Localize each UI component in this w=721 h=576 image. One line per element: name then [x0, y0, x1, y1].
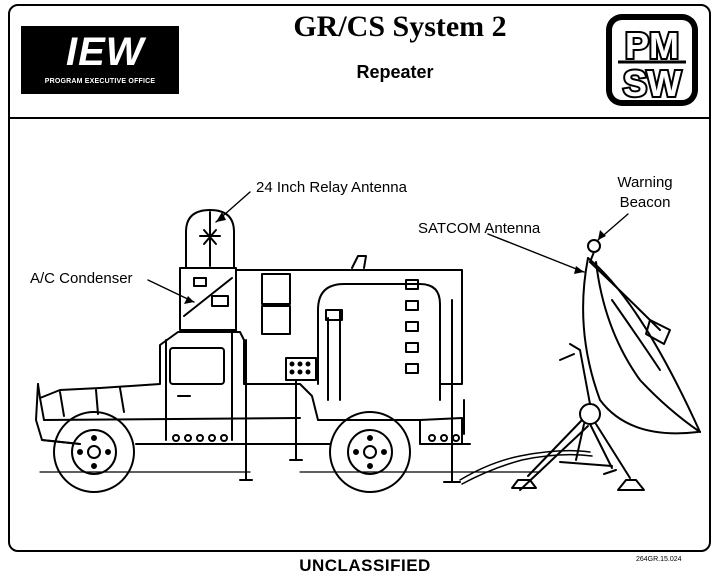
- page-frame: [8, 4, 711, 552]
- page-title: GR/CS System 2: [293, 10, 507, 43]
- condenser-label: A/C Condenser: [30, 270, 133, 287]
- condenser-leader: [147, 279, 195, 303]
- document-number: 264GR.15.024: [636, 556, 682, 563]
- beacon-label: Warning Beacon: [600, 173, 690, 213]
- satcom-leader: [487, 233, 585, 273]
- satcom-cable: [459, 449, 593, 485]
- leveling-jacks: [239, 299, 465, 483]
- page-subtitle: Repeater: [356, 62, 434, 82]
- pmsw-logo-line2: SW: [623, 63, 681, 104]
- leader-lines: [147, 191, 629, 303]
- front-wheel: [53, 411, 135, 493]
- relay-antenna: [185, 209, 235, 269]
- rear-wheel: [329, 411, 411, 493]
- equipment-shelter: [235, 255, 463, 401]
- iew-logo-text: IEW: [66, 30, 145, 74]
- satcom-label: SATCOM Antenna: [418, 220, 541, 237]
- classification-marking: UNCLASSIFIED: [299, 556, 431, 575]
- ac-condenser: [179, 267, 237, 331]
- humvee-truck: [35, 331, 471, 445]
- beacon-label-line1: Warning: [617, 174, 673, 191]
- header-divider: [9, 117, 710, 119]
- leader-arrowheads: [184, 212, 606, 304]
- relay-antenna-label: 24 Inch Relay Antenna: [256, 179, 407, 196]
- satcom-antenna: [511, 239, 701, 491]
- beacon-label-line2: Beacon: [619, 194, 671, 211]
- pmsw-logo: PM SW: [606, 14, 698, 106]
- program-executive-office-text: PROGRAM EXECUTIVE OFFICE: [44, 78, 156, 85]
- iew-logo: IEW PROGRAM EXECUTIVE OFFICE: [21, 26, 179, 94]
